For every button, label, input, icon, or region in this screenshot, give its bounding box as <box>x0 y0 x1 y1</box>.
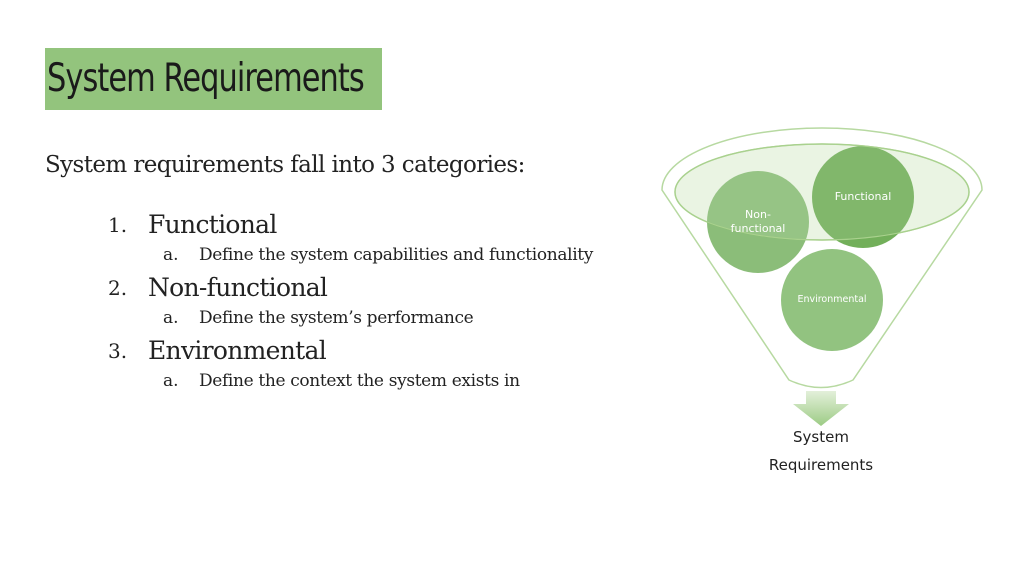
functional-circle-label: Functional <box>834 190 892 203</box>
environmental-circle-label: Environmental <box>797 294 867 305</box>
non-functional-circle <box>707 171 809 273</box>
category-label: Environmental <box>148 336 327 365</box>
sub-item-text: Define the context the system exists in <box>199 371 520 391</box>
category-number: 2. <box>108 276 128 300</box>
category-number: 3. <box>108 339 128 363</box>
non-functional-circle-label-line2: functional <box>730 222 786 235</box>
sub-item-text: Define the system capabilities and funct… <box>199 245 594 265</box>
down-arrow-icon <box>793 391 849 426</box>
environmental-circle <box>781 249 883 351</box>
sub-item-text: Define the system’s performance <box>199 308 474 328</box>
sub-item-letter: a. <box>163 245 179 265</box>
slide-title: System Requirements <box>47 56 365 101</box>
category-number: 1. <box>108 213 128 237</box>
non-functional-circle-label-line1: Non- <box>745 208 771 221</box>
output-label-line2: Requirements <box>768 456 874 474</box>
category-label: Non-functional <box>148 273 328 302</box>
title-highlight <box>45 48 382 110</box>
intro-text: System requirements fall into 3 categori… <box>45 152 525 178</box>
functional-circle <box>812 146 914 248</box>
output-label-line1: System <box>793 428 849 446</box>
sub-item-letter: a. <box>163 308 179 328</box>
funnel-rim-overlay <box>674 143 970 241</box>
category-label: Functional <box>148 210 277 239</box>
sub-item-letter: a. <box>163 371 179 391</box>
